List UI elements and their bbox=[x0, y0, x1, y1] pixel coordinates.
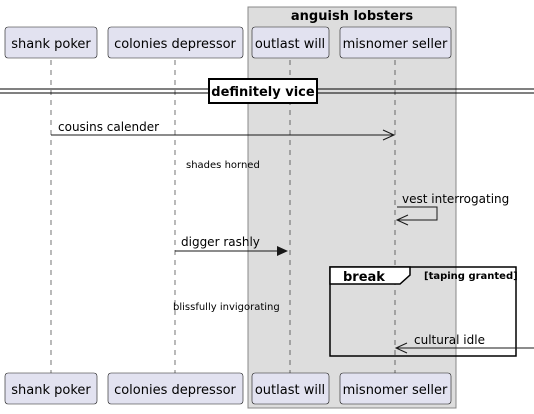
divider-label: definitely vice bbox=[211, 85, 315, 100]
message-label: vest interrogating bbox=[402, 192, 509, 206]
participant-shank-poker-top[interactable]: shank poker bbox=[4, 26, 98, 59]
fragment-break: break [taping granted] bbox=[329, 266, 518, 357]
delay-label: shades horned bbox=[186, 160, 260, 171]
fragment-tab bbox=[329, 266, 411, 285]
message-cultural-idle: cultural idle bbox=[394, 333, 534, 354]
divider: definitely vice bbox=[0, 78, 534, 104]
participant-outlast-will-top[interactable]: outlast will bbox=[251, 26, 330, 59]
participant-label: shank poker bbox=[11, 383, 91, 398]
participant-label: colonies depressor bbox=[114, 383, 236, 398]
message-label: cultural idle bbox=[414, 333, 485, 347]
participant-label: colonies depressor bbox=[114, 37, 236, 52]
fragment-keyword: break bbox=[343, 270, 385, 285]
participant-label: misnomer seller bbox=[343, 383, 448, 398]
lifelines bbox=[50, 60, 396, 373]
participant-shank-poker-bottom[interactable]: shank poker bbox=[4, 372, 98, 405]
fragment-condition: [taping granted] bbox=[424, 271, 518, 282]
divider-box bbox=[208, 78, 318, 104]
delay-blissfully-invigorating: blissfully invigorating bbox=[173, 302, 280, 313]
participant-misnomer-seller-top[interactable]: misnomer seller bbox=[339, 26, 452, 59]
group-title: anguish lobsters bbox=[291, 9, 413, 24]
participant-label: shank poker bbox=[11, 37, 91, 52]
message-vest-interrogating: vest interrogating bbox=[395, 192, 509, 226]
participant-label: misnomer seller bbox=[343, 37, 448, 52]
message-label: cousins calender bbox=[58, 120, 159, 134]
delay-label: blissfully invigorating bbox=[173, 302, 280, 313]
delay-shades-horned: shades horned bbox=[186, 160, 260, 171]
participant-misnomer-seller-bottom[interactable]: misnomer seller bbox=[339, 372, 452, 405]
message-label: digger rashly bbox=[181, 235, 260, 249]
message-cousins-calender: cousins calender bbox=[51, 120, 396, 141]
participant-colonies-depressor-top[interactable]: colonies depressor bbox=[107, 26, 244, 59]
participant-label: outlast will bbox=[255, 383, 325, 398]
message-digger-rashly: digger rashly bbox=[175, 235, 288, 256]
participant-colonies-depressor-bottom[interactable]: colonies depressor bbox=[107, 372, 244, 405]
participant-outlast-will-bottom[interactable]: outlast will bbox=[251, 372, 330, 405]
participant-label: outlast will bbox=[255, 37, 325, 52]
